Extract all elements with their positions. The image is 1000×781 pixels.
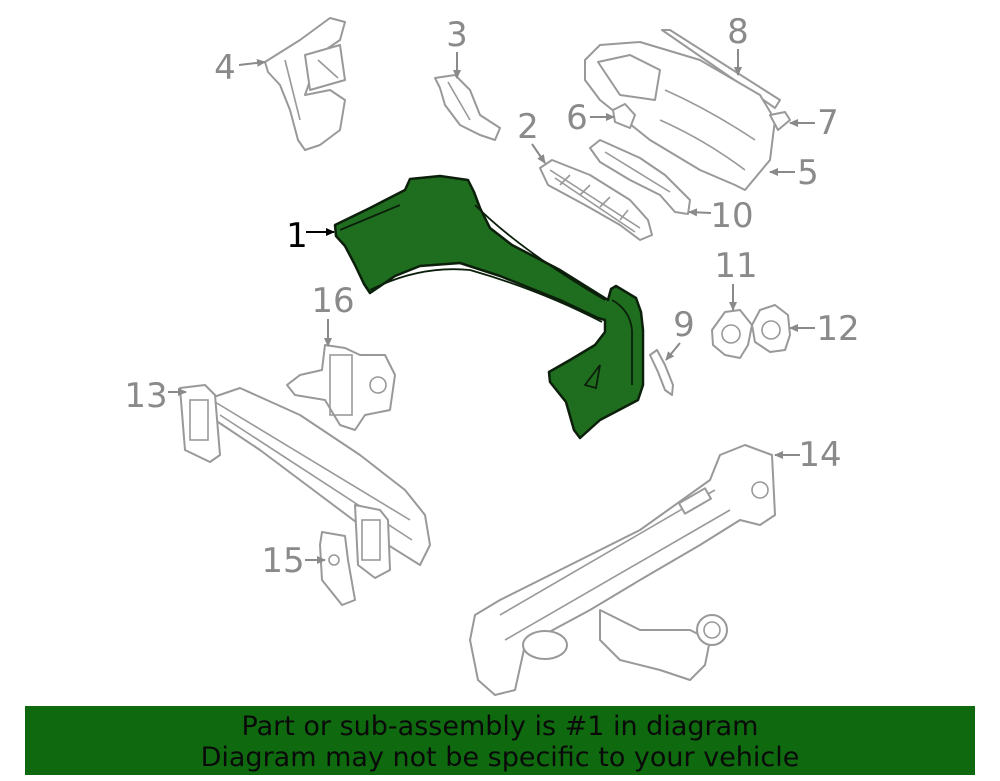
callout-label: 8 xyxy=(727,12,749,52)
callout-label: 4 xyxy=(214,48,236,88)
callout-11[interactable]: 11 xyxy=(714,246,758,311)
part-2-shape[interactable] xyxy=(539,159,653,241)
callout-2[interactable]: 2 xyxy=(517,107,546,164)
part-13-shape[interactable] xyxy=(179,384,431,579)
banner-line-disclaimer: Diagram may not be specific to your vehi… xyxy=(200,742,800,773)
part-9-shape[interactable] xyxy=(649,349,674,396)
callout-arrow xyxy=(665,342,681,361)
callout-4[interactable]: 4 xyxy=(214,48,266,88)
callout-3[interactable]: 3 xyxy=(446,15,468,79)
callout-label: 2 xyxy=(517,107,539,147)
callout-15[interactable]: 15 xyxy=(261,541,326,581)
part-10-shape[interactable] xyxy=(589,139,691,215)
callout-10[interactable]: 10 xyxy=(688,196,754,236)
callout-1[interactable]: 1 xyxy=(286,216,335,256)
part-11-shape[interactable] xyxy=(711,309,753,359)
callout-14[interactable]: 14 xyxy=(774,435,842,475)
part-1-shape[interactable] xyxy=(333,174,645,440)
callout-arrow xyxy=(238,58,266,67)
callout-label: 11 xyxy=(714,246,757,286)
callout-arrow xyxy=(688,208,712,217)
callout-label: 3 xyxy=(446,15,468,55)
callout-9[interactable]: 9 xyxy=(665,305,695,361)
callout-label: 13 xyxy=(124,376,167,416)
callout-label: 5 xyxy=(797,153,819,193)
part-3-shape[interactable] xyxy=(434,74,501,141)
banner-line-part: Part or sub-assembly is #1 in diagram xyxy=(241,711,759,742)
part-15-shape[interactable] xyxy=(319,531,356,606)
callout-label: 15 xyxy=(261,541,304,581)
callout-7[interactable]: 7 xyxy=(789,103,839,143)
info-banner: Part or sub-assembly is #1 in diagram Di… xyxy=(25,706,975,775)
callout-12[interactable]: 12 xyxy=(789,309,860,349)
part-12-shape[interactable] xyxy=(751,304,791,353)
callout-arrow xyxy=(531,143,546,164)
part-5-shape[interactable] xyxy=(584,41,776,191)
callout-6[interactable]: 6 xyxy=(566,98,615,138)
part-14-shape[interactable] xyxy=(469,444,776,696)
callout-label: 7 xyxy=(817,103,839,143)
callout-5[interactable]: 5 xyxy=(769,153,819,193)
callout-label: 1 xyxy=(286,216,308,256)
callout-label: 16 xyxy=(311,281,354,321)
callout-8[interactable]: 8 xyxy=(727,12,749,76)
callout-label: 12 xyxy=(816,309,859,349)
callout-16[interactable]: 16 xyxy=(311,281,355,347)
part-4-shape[interactable] xyxy=(264,17,346,151)
callout-label: 6 xyxy=(566,98,588,138)
callout-label: 14 xyxy=(798,435,841,475)
callout-label: 9 xyxy=(673,305,695,345)
part-16-shape[interactable] xyxy=(286,344,396,431)
callout-13[interactable]: 13 xyxy=(124,376,187,416)
callout-label: 10 xyxy=(710,196,753,236)
